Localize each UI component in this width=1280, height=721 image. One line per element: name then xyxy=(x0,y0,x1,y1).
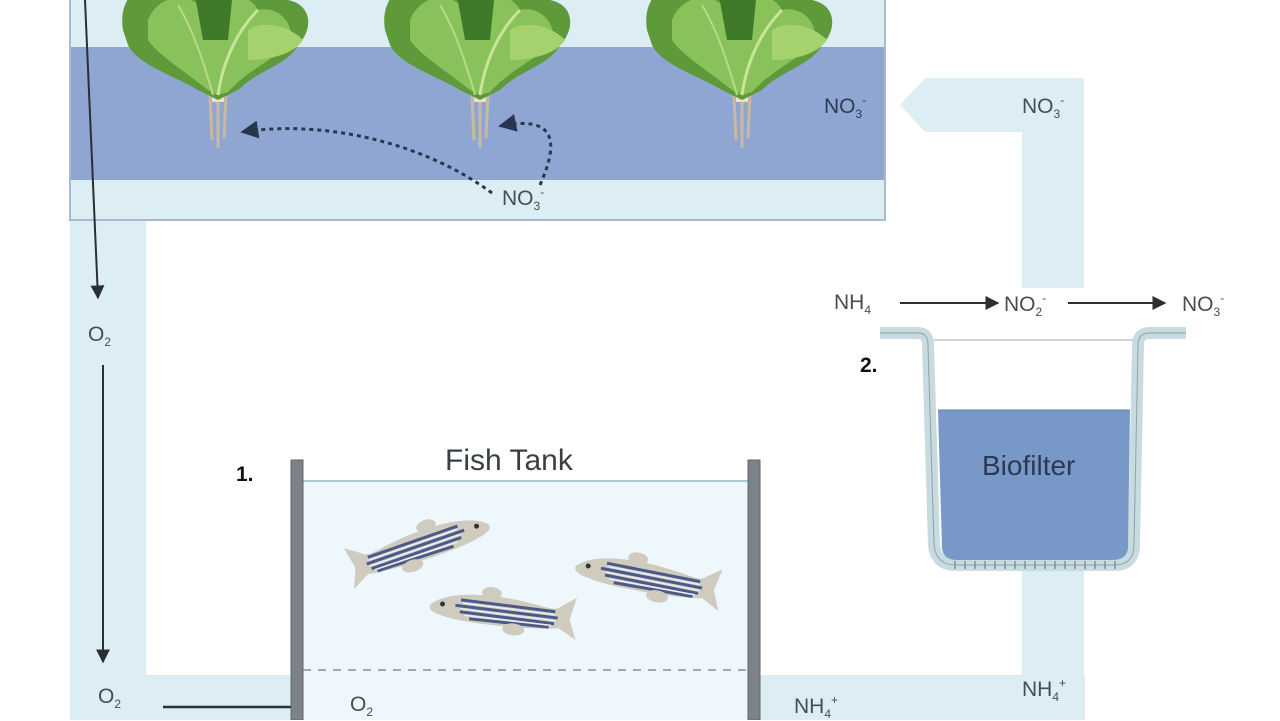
nitrate-label-uptake: NO3- xyxy=(502,186,544,212)
formula-base: NH xyxy=(1022,678,1053,701)
fish-tank-number: 1. xyxy=(236,463,254,486)
oxygen-label-tank-inlet: O2 xyxy=(350,694,373,718)
ammonium-label-biofilter-inlet: NH4+ xyxy=(1022,677,1066,703)
oxygen-flow-arrow xyxy=(84,0,105,300)
formula-charge: - xyxy=(540,185,545,199)
oxygen-label-upper: O2 xyxy=(88,324,111,348)
nitrate-label-grow-bed: NO3- xyxy=(824,94,866,120)
oxygen-label-lower: O2 xyxy=(98,686,121,710)
formula-charge: + xyxy=(831,693,839,707)
pipe-right-lower xyxy=(1022,565,1084,705)
formula-subscript: 3 xyxy=(1053,107,1061,121)
formula-base: O xyxy=(350,693,367,716)
pipe-right-upper xyxy=(900,78,1084,288)
formula-subscript: 3 xyxy=(855,107,863,121)
formula-base: NH xyxy=(834,291,865,314)
formula-base: O xyxy=(88,323,105,346)
formula-base: NO xyxy=(1004,293,1036,316)
nitrification-step-nitrite: NO2- xyxy=(1004,292,1046,318)
nitrification-step-ammonium: NH4 xyxy=(834,292,871,316)
formula-base: NO xyxy=(1182,293,1214,316)
fish-tank xyxy=(290,459,761,720)
formula-base: NO xyxy=(824,95,856,118)
formula-subscript: 4 xyxy=(824,707,832,721)
formula-base: NH xyxy=(794,695,825,718)
nitrate-label-return-pipe: NO3- xyxy=(1022,94,1064,120)
biofilter-container xyxy=(880,327,1186,571)
formula-charge: - xyxy=(862,93,867,107)
formula-subscript: 2 xyxy=(114,697,122,711)
nitrate-uptake-arrow xyxy=(498,114,553,186)
ammonium-label-tank-outlet: NH4+ xyxy=(794,694,838,720)
formula-base: NO xyxy=(1022,95,1054,118)
formula-subscript: 2 xyxy=(104,335,112,349)
formula-subscript: 2 xyxy=(366,705,374,719)
formula-subscript: 4 xyxy=(1052,690,1060,704)
formula-charge: - xyxy=(1060,93,1065,107)
fish-tank-title: Fish Tank xyxy=(445,444,573,477)
formula-base: O xyxy=(98,685,115,708)
formula-subscript: 4 xyxy=(864,303,872,317)
formula-charge: + xyxy=(1059,676,1067,690)
biofilter-number: 2. xyxy=(860,354,878,377)
biofilter-title: Biofilter xyxy=(982,450,1076,481)
formula-subscript: 3 xyxy=(533,199,541,213)
formula-subscript: 3 xyxy=(1213,305,1221,319)
pipe-left xyxy=(70,220,146,720)
formula-charge: - xyxy=(1220,291,1225,305)
formula-charge: - xyxy=(1042,291,1047,305)
nitrification-step-nitrate: NO3- xyxy=(1182,292,1224,318)
formula-base: NO xyxy=(502,187,534,210)
formula-subscript: 2 xyxy=(1035,305,1043,319)
pipe-bottom-left xyxy=(70,675,330,720)
nitrate-uptake-arrow xyxy=(240,120,493,195)
